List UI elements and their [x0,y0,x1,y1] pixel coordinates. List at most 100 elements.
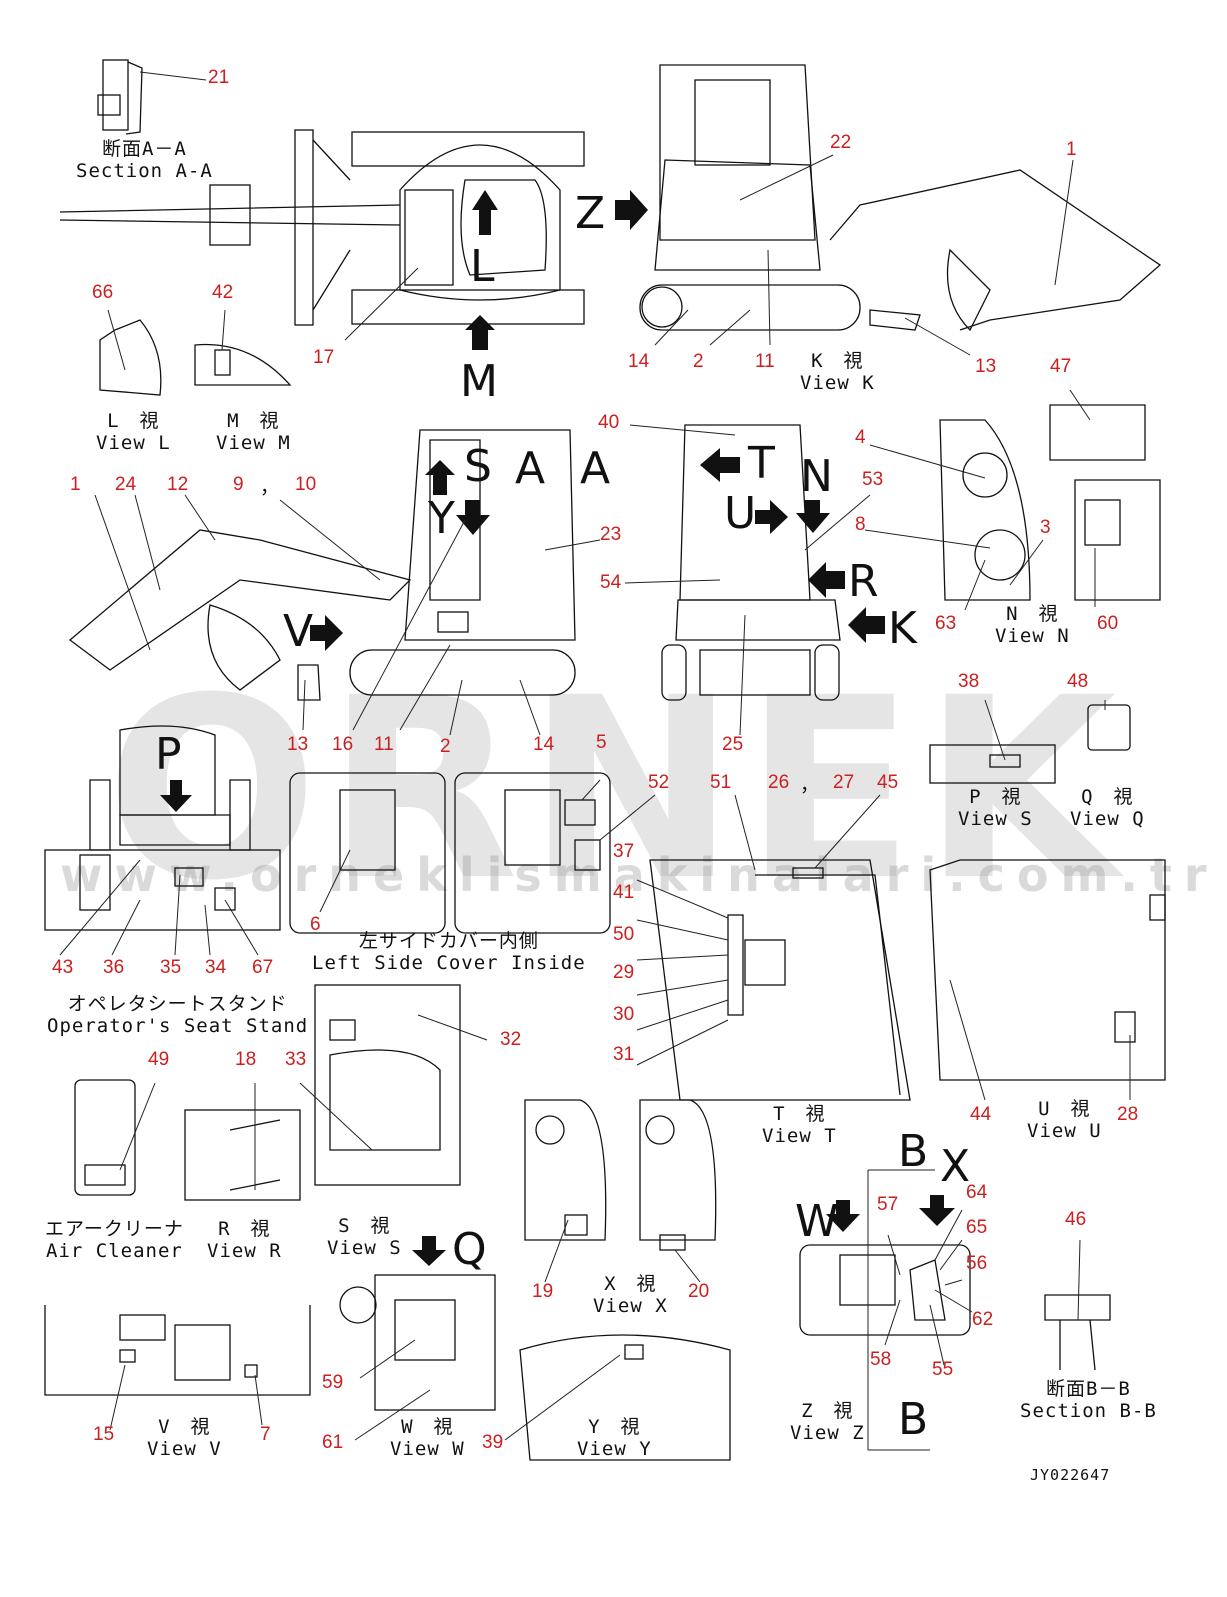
section-a-a-drawing [97,59,143,135]
watermark-brand: ORNEK [105,644,1125,935]
callout: 49 [148,1049,170,1070]
callout: 35 [160,957,182,978]
watermark-url: www.orneklismakinalari.com.tr [60,848,1219,902]
callout: 40 [598,412,620,433]
rear-view-drawing [661,424,841,701]
callout: 30 [613,1004,635,1025]
air-cleaner-drawing [74,1079,136,1196]
callout: 6 [310,914,321,935]
view-x-drawing [524,1099,717,1251]
callout: 45 [877,772,899,793]
callout-separator: ， [260,477,280,498]
callout: 42 [212,282,234,303]
view-r-drawing [184,1109,301,1201]
callout: 15 [93,1424,115,1445]
callout: 33 [285,1049,307,1070]
view-k-drawing [639,64,1162,332]
callout: 13 [287,734,309,755]
callout: 36 [103,957,125,978]
callout: 55 [932,1359,954,1380]
callout: 17 [313,347,335,368]
callout: 54 [600,572,622,593]
callout: 52 [648,772,670,793]
view-t-drawing [649,859,911,1101]
callout: 37 [613,841,635,862]
callout: 44 [970,1104,992,1125]
view-s-drawing [314,984,461,1186]
section-b-b-drawing [1044,1294,1111,1371]
callout: 16 [332,734,354,755]
callout: 7 [260,1424,271,1445]
view-u-drawing [929,859,1166,1081]
callout: 66 [92,282,114,303]
callout: 24 [115,474,137,495]
callout: 11 [374,734,394,755]
callout: 3 [1040,517,1051,538]
document-id: JY022647 [1030,1466,1111,1484]
arrow-letter-l: L [470,241,495,292]
callout: 4 [855,427,866,448]
callout: 64 [966,1182,988,1203]
callout: 22 [830,132,852,153]
callout: 43 [52,957,74,978]
top-view-drawing [59,129,585,326]
callout: 61 [322,1432,344,1453]
arrow-letter-y: Y [428,493,455,544]
callout: 38 [958,671,980,692]
arrow-letter-s: S [464,441,492,492]
arrow-letter-p: P [155,729,182,780]
view-arrows [160,190,955,1266]
callout: 13 [975,356,997,377]
callout: 12 [167,474,189,495]
callout: 23 [600,524,622,545]
callout: 5 [596,732,607,753]
callout: 2 [440,736,451,757]
view-z-drawing [799,1169,971,1451]
callout: 14 [533,734,555,755]
arrow-letter-x: X [940,1141,971,1192]
arrow-letter-z: Z [575,188,606,239]
callout: 51 [710,772,732,793]
callout: 25 [722,734,744,755]
callout: 10 [295,474,317,495]
view-v-drawing [44,1305,311,1396]
callout: 14 [628,351,650,372]
arrow-letter-m: M [460,356,498,407]
callout: 9 [233,474,244,495]
callout: 41 [613,882,635,903]
callout-separator: ， [800,775,820,796]
callout: 31 [613,1044,635,1065]
view-l-m-drawings [99,319,292,396]
callout: 56 [966,1253,988,1274]
callout: 34 [205,957,227,978]
arrow-letter-a-2: A [580,443,611,494]
callout: 65 [966,1217,988,1238]
callout: 29 [613,962,635,983]
callout: 63 [935,613,957,634]
left-cover-drawing [289,772,611,934]
callout: 67 [252,957,274,978]
callout: 50 [613,924,635,945]
view-n-drawing [939,404,1161,601]
callout: 62 [972,1309,994,1330]
leader-lines [59,71,1131,1441]
arrow-letter-t: T [748,438,775,489]
arrow-letter-w: W [795,1196,839,1247]
callout: 60 [1097,613,1119,634]
arrow-letter-b-top: B [898,1126,929,1177]
side-view-drawing [68,429,576,701]
callout: 57 [877,1194,899,1215]
